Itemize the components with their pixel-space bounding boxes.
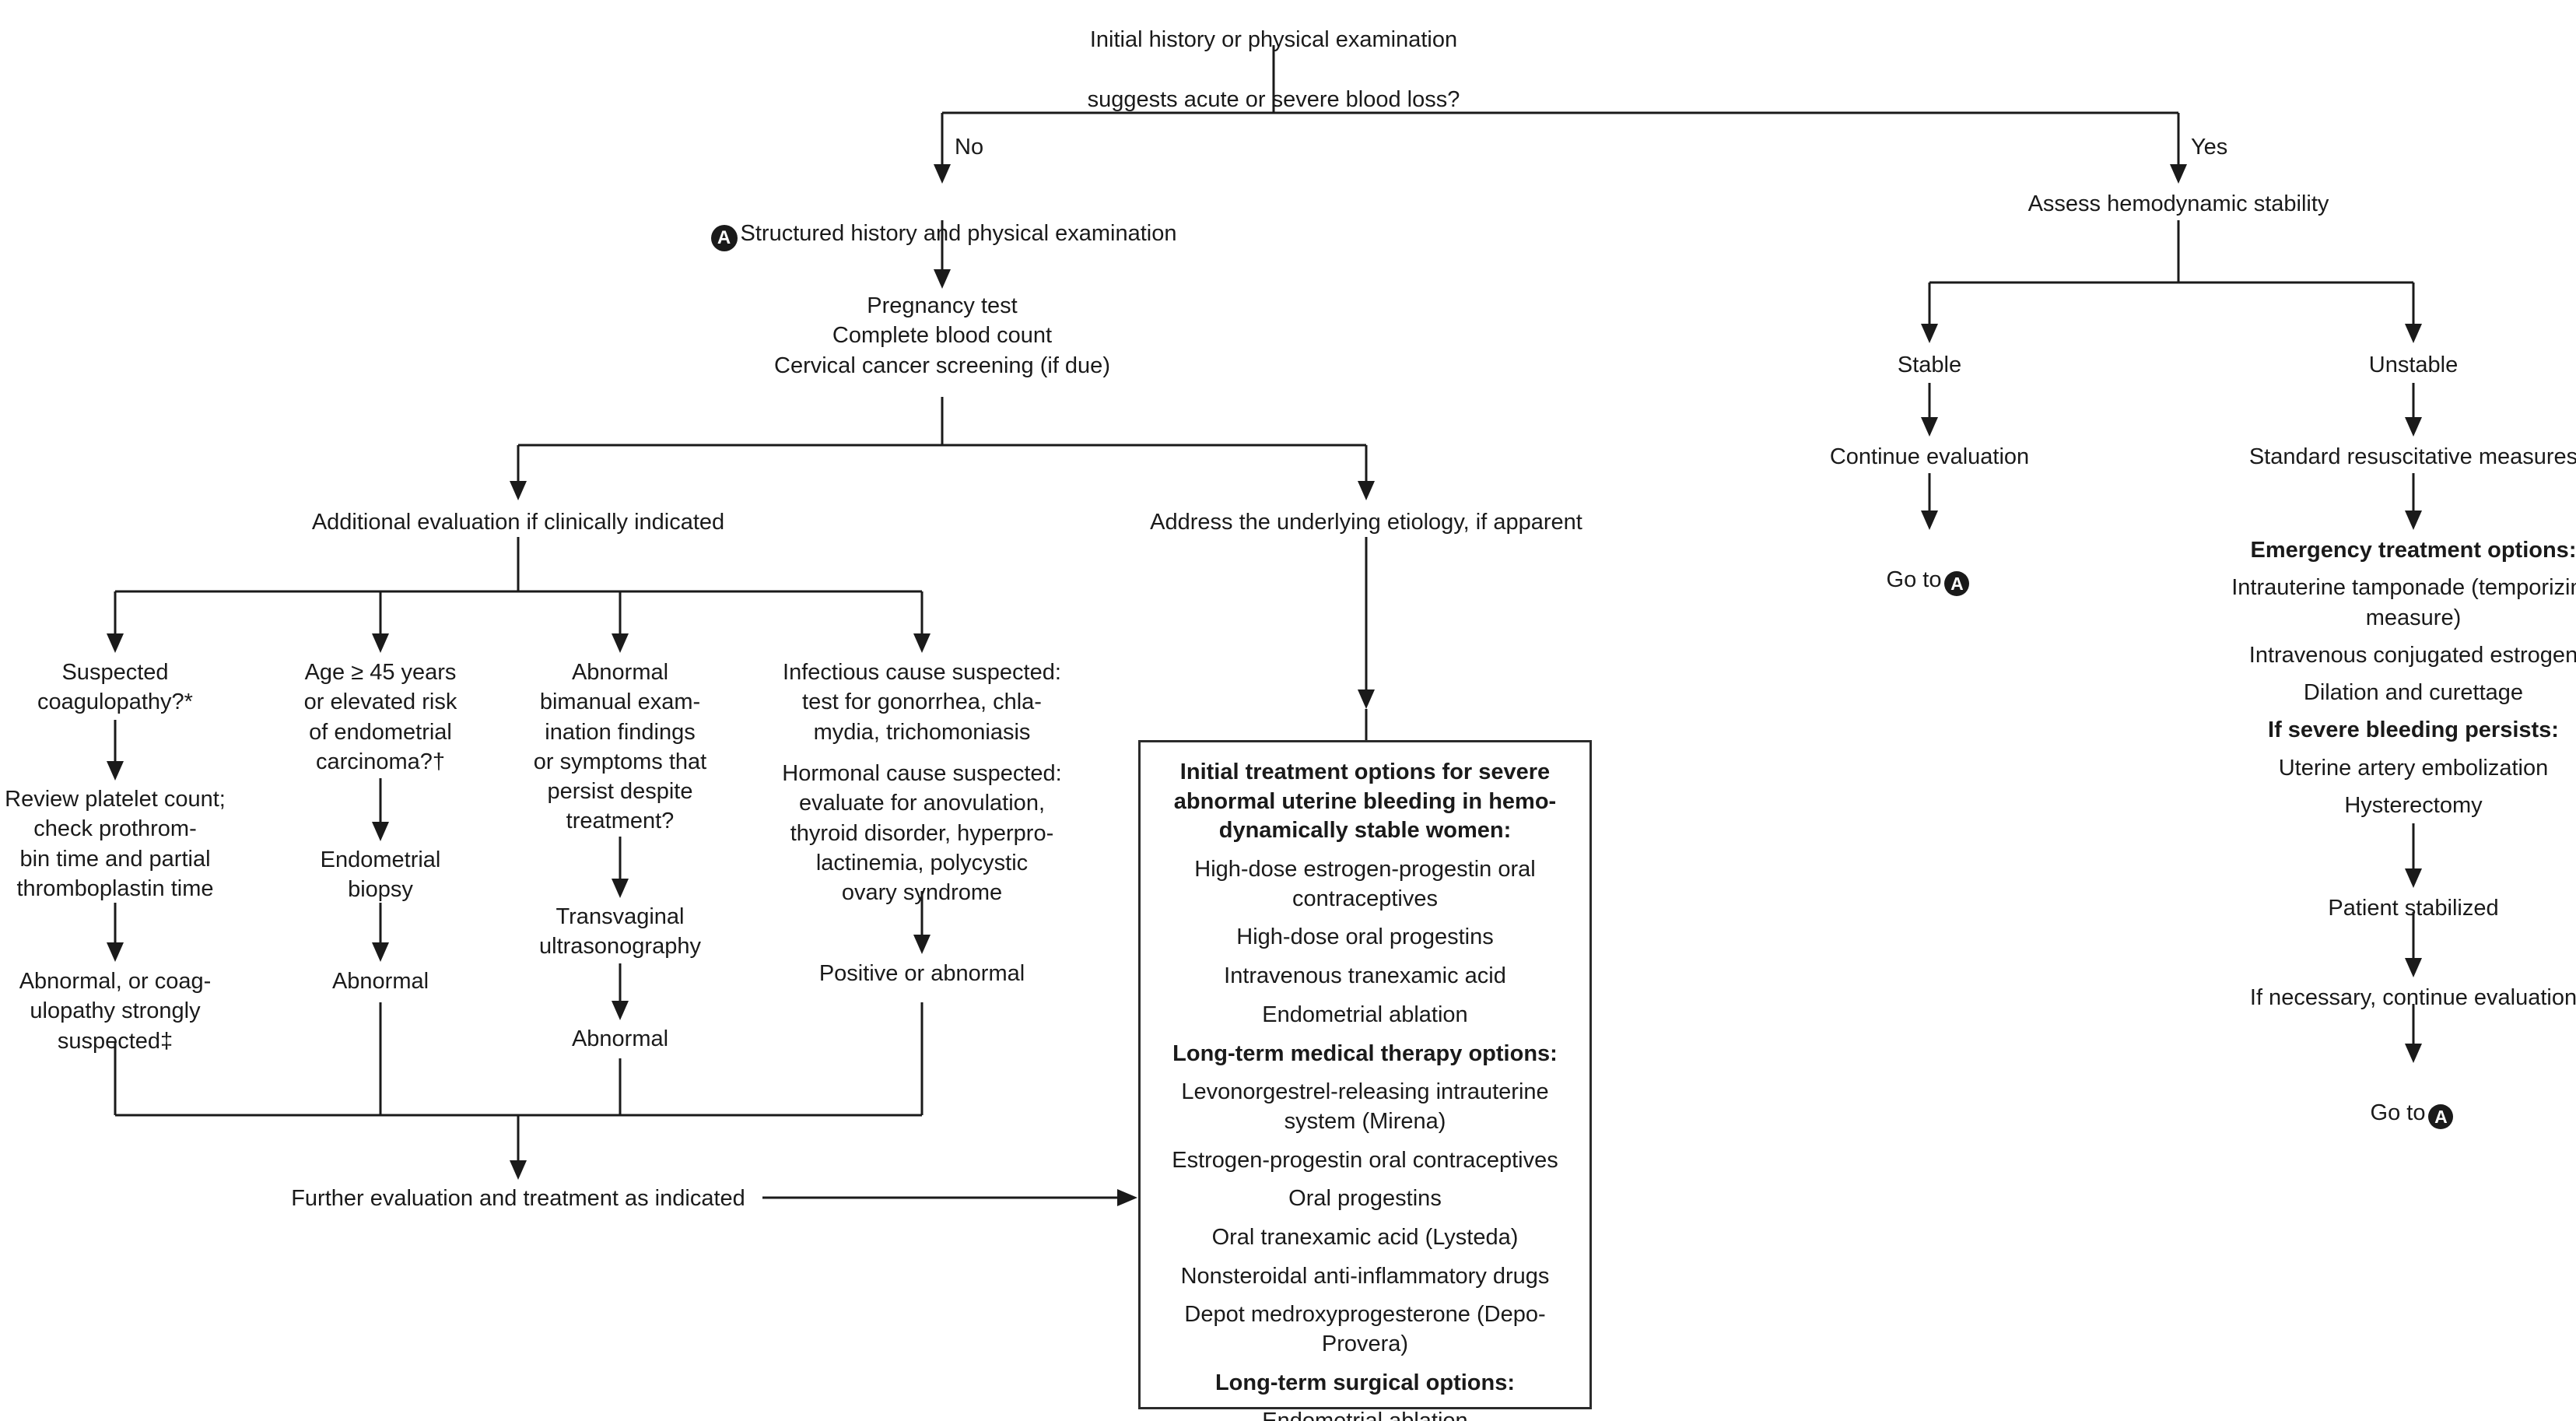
root-question: Initial history or physical examination …: [978, 0, 1569, 144]
root-question-line1: Initial history or physical examination: [1089, 27, 1458, 53]
go-to-a-unstable-label: Go to: [2370, 1100, 2426, 1126]
treatment-item: Oral progestins: [1288, 1186, 1442, 1212]
col-bimanual-step1: Abnormal bimanual exam- ination findings…: [533, 660, 707, 834]
col-infectious-step1: Infectious cause suspected: test for gon…: [783, 660, 1061, 745]
col-hormonal-step1b: Hormonal cause suspected: evaluate for a…: [782, 761, 1062, 906]
address-etiology-node: Address the underlying etiology, if appa…: [1150, 510, 1582, 535]
anchor-badge-a-icon: A: [2428, 1104, 2454, 1130]
emergency-treatment-heading: Emergency treatment options:: [2250, 538, 2576, 563]
treatment-item: Intravenous tranexamic acid: [1224, 963, 1506, 989]
persists-item: Uterine artery embolization: [2278, 755, 2549, 781]
additional-evaluation-node: Additional evaluation if clinically indi…: [311, 510, 725, 535]
bleeding-persists-heading: If severe bleeding persists:: [2268, 718, 2559, 743]
col-endometrial-step3: Abnormal: [331, 969, 429, 994]
treatment-item: Endometrial ablation: [1262, 1002, 1468, 1027]
treatment-heading-longterm-medical: Long-term medical therapy options:: [1172, 1040, 1558, 1066]
anchor-badge-a-icon: A: [710, 225, 738, 252]
continue-evaluation-node: Continue evaluation: [1829, 444, 2030, 469]
emergency-item: Dilation and curettage: [2303, 680, 2524, 706]
col-endometrial-step2: Endometrial biopsy: [320, 847, 441, 903]
persists-item: Hysterectomy: [2344, 792, 2483, 818]
col-coagulopathy-step3: Abnormal, or coag- ulopathy strongly sus…: [19, 969, 212, 1054]
col-bimanual-step3: Abnormal: [571, 1026, 669, 1051]
col-infectious-step3: Positive or abnormal: [818, 961, 1025, 986]
treatment-heading-longterm-surgical: Long-term surgical options:: [1214, 1370, 1516, 1395]
col-coagulopathy-step1: Suspected coagulopathy?*: [37, 660, 193, 715]
treatment-item: Endometrial ablation: [1151, 1407, 1579, 1421]
treatment-item: Nonsteroidal anti-inflammatory drugs: [1180, 1263, 1550, 1289]
assess-hemodynamic-stability-node: Assess hemodynamic stability: [2028, 191, 2329, 216]
go-to-a-stable-label: Go to: [1886, 567, 1942, 593]
col-bimanual-step2: Transvaginal ultrasonography: [539, 904, 701, 960]
treatment-item: High-dose estrogen-progestin oral contra…: [1194, 857, 1536, 911]
treatment-heading-initial: Initial treatment options for severe abn…: [1173, 760, 1557, 844]
emergency-item: Intravenous conjugated estrogen: [2248, 642, 2576, 668]
standard-resuscitative-node: Standard resuscitative measures: [2248, 444, 2576, 469]
treatment-item: Levonorgestrel-releasing intrauterine sy…: [1181, 1079, 1549, 1134]
col-coagulopathy-step2: Review platelet count; check prothrom- b…: [5, 787, 226, 901]
patient-stabilized-node: Patient stabilized: [2328, 896, 2499, 921]
treatment-item: Oral tranexamic acid (Lysteda): [1211, 1224, 1519, 1250]
root-question-line2: suggests acute or severe blood loss?: [1087, 86, 1460, 112]
branch-label-yes: Yes: [2191, 135, 2228, 160]
unstable-label: Unstable: [2368, 353, 2459, 377]
emergency-item: Intrauterine tamponade (temporizing meas…: [2231, 575, 2576, 630]
structured-history-label: Structured history and physical examinat…: [740, 221, 1177, 247]
treatment-item: High-dose oral progestins: [1236, 925, 1494, 950]
emergency-treatment-block: Emergency treatment options: Intrauterin…: [2211, 535, 2576, 820]
branch-label-no: No: [955, 135, 984, 160]
anchor-badge-a-icon: A: [1944, 571, 1970, 597]
further-evaluation-node: Further evaluation and treatment as indi…: [291, 1186, 745, 1211]
treatment-item: Estrogen-progestin oral contraceptives: [1172, 1147, 1558, 1173]
if-necessary-continue-node: If necessary, continue evaluation: [2249, 985, 2576, 1010]
stable-label: Stable: [1897, 353, 1962, 377]
initial-workup-node: Pregnancy test Complete blood count Cerv…: [774, 293, 1110, 378]
treatment-options-box: Initial treatment options for severe abn…: [1138, 740, 1592, 1421]
treatment-item: Depot medroxyprogesterone (Depo-Provera): [1184, 1302, 1546, 1356]
col-endometrial-step1: Age ≥ 45 years or elevated risk of endom…: [303, 660, 457, 774]
